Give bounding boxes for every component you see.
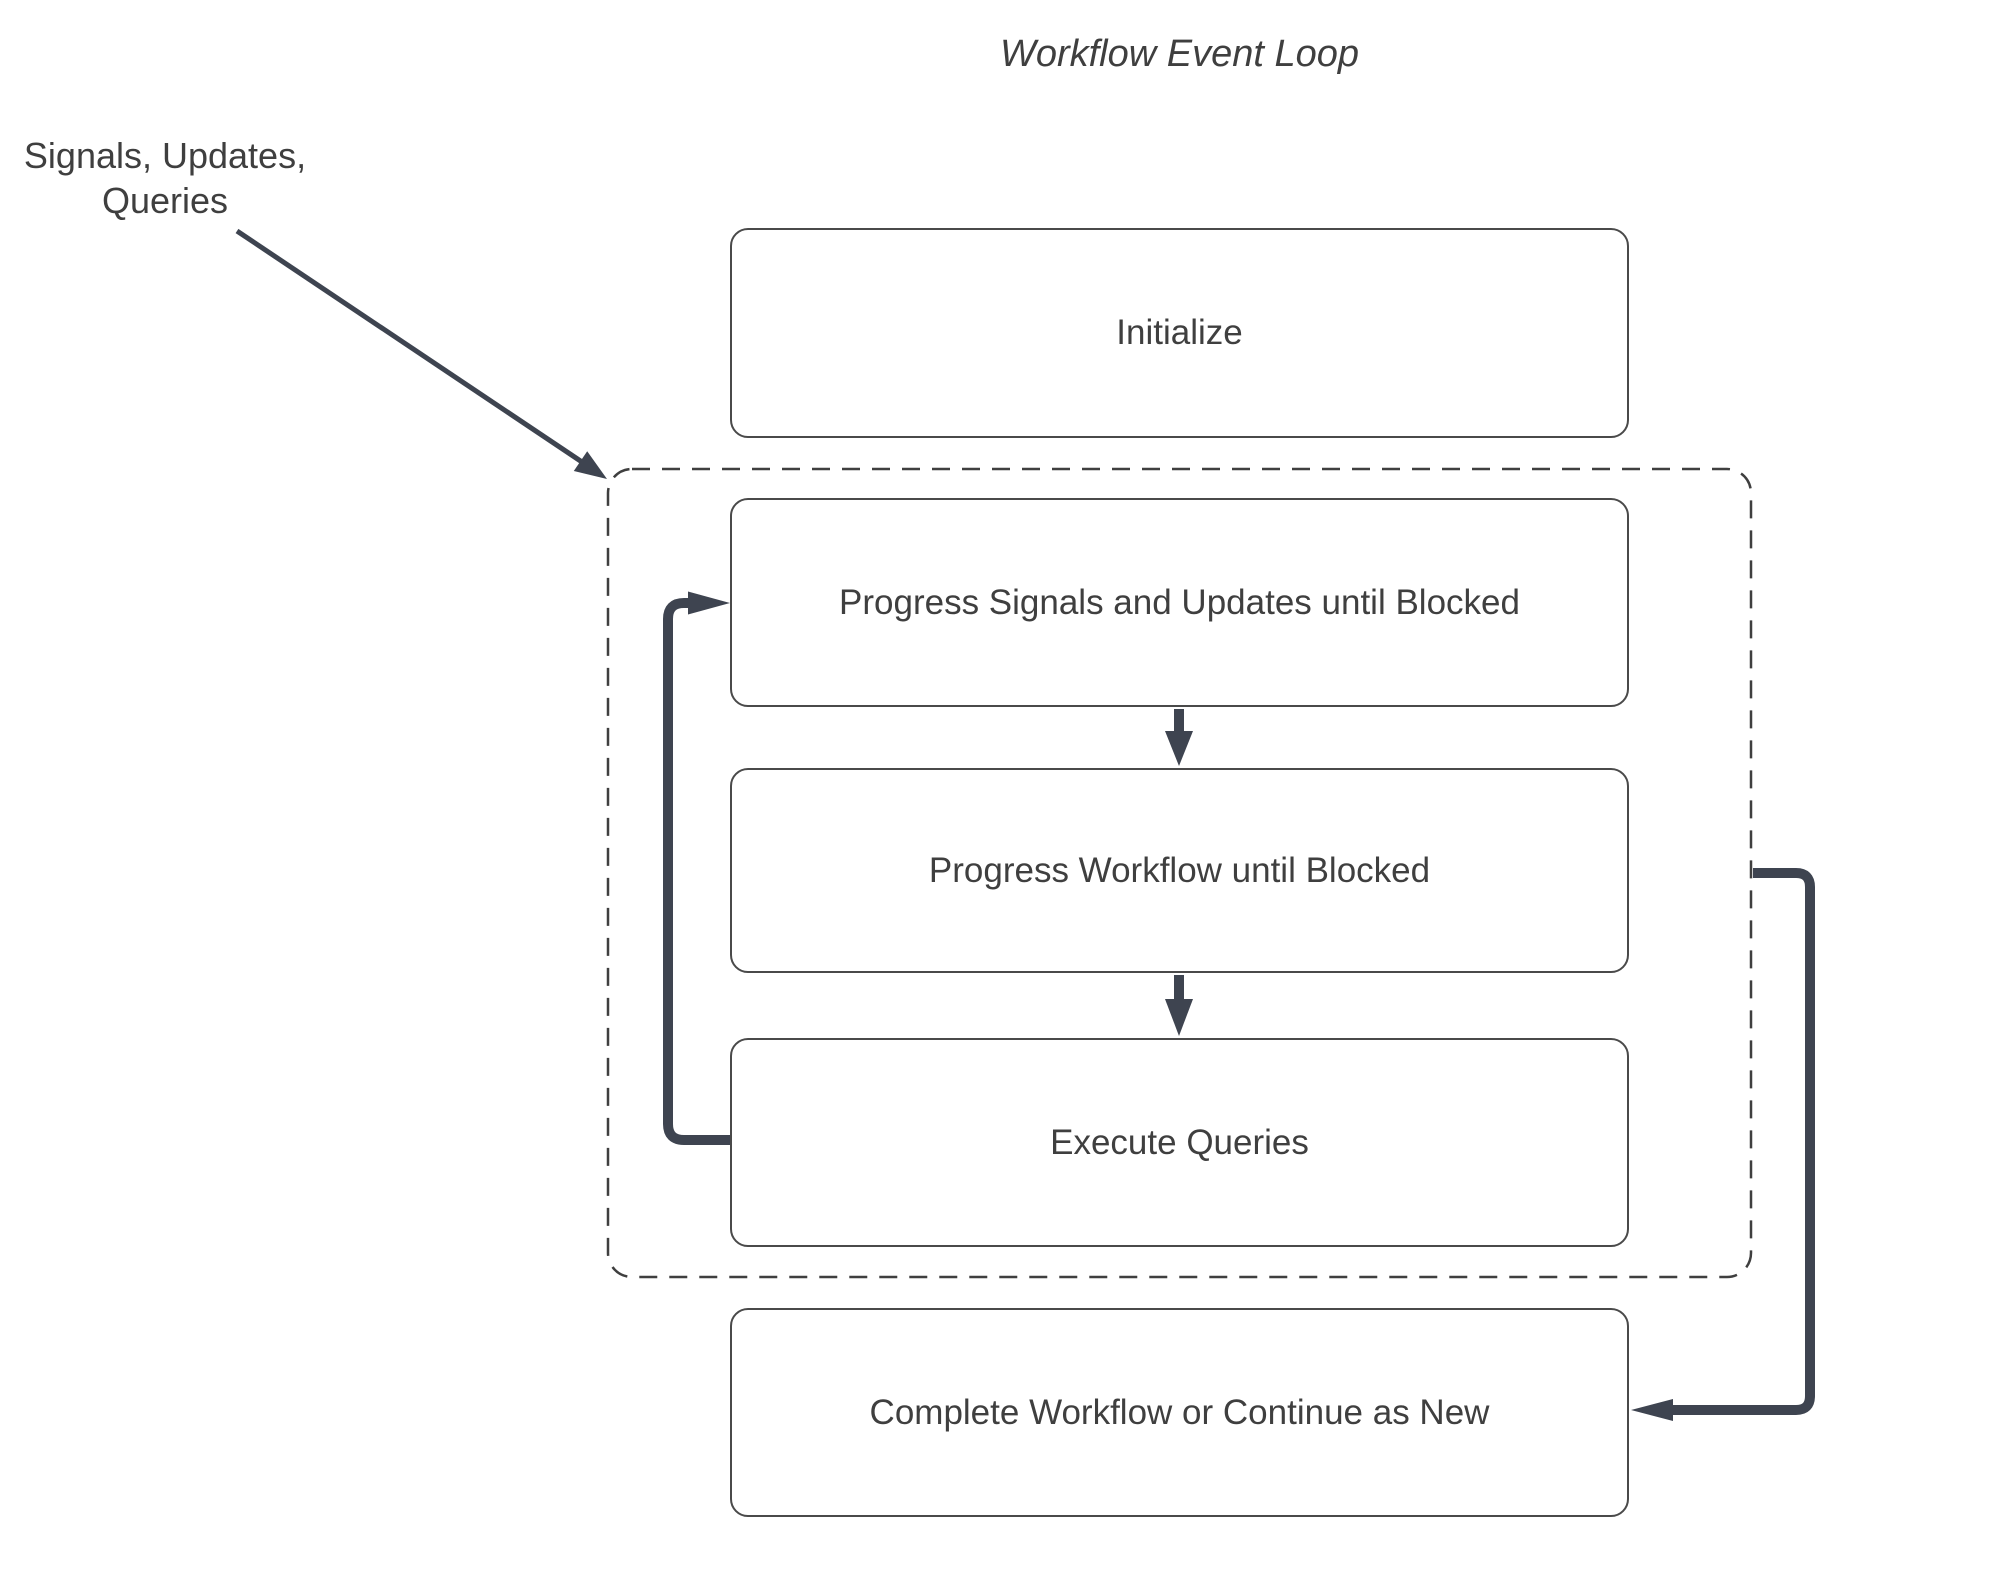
annotation-line-2: Queries [101, 180, 229, 221]
arrowhead-icon [1165, 999, 1193, 1036]
arrowhead-icon [1631, 1399, 1673, 1421]
annotation-line-1: Signals, Updates, [23, 135, 307, 176]
node-progress-signals-updates-label: Progress Signals and Updates until Block… [839, 582, 1520, 622]
diagram-title: Workflow Event Loop [999, 33, 1360, 75]
arrow-workflow-to-execute [1165, 975, 1193, 1036]
arrowhead-icon [573, 451, 607, 479]
node-initialize: Initialize [730, 228, 1629, 438]
exit-to-complete-arrow [1631, 868, 1815, 1421]
node-execute-queries: Execute Queries [730, 1038, 1629, 1247]
signals-input-arrow [235, 228, 607, 479]
node-progress-workflow-label: Progress Workflow until Blocked [928, 850, 1431, 890]
node-progress-workflow: Progress Workflow until Blocked [730, 768, 1629, 973]
loop-back-arrow [663, 591, 731, 1145]
node-progress-signals-updates: Progress Signals and Updates until Block… [730, 498, 1629, 707]
arrow-signals-to-workflow [1165, 709, 1193, 766]
node-initialize-label: Initialize [1116, 313, 1243, 352]
arrowhead-icon [1165, 731, 1193, 766]
annotation-signals-updates-queries: Signals, Updates, Queries [20, 133, 310, 223]
node-complete-workflow-label: Complete Workflow or Continue as New [869, 1392, 1490, 1432]
node-execute-queries-label: Execute Queries [1050, 1122, 1309, 1162]
arrowhead-icon [688, 591, 730, 615]
node-complete-workflow: Complete Workflow or Continue as New [730, 1308, 1629, 1517]
